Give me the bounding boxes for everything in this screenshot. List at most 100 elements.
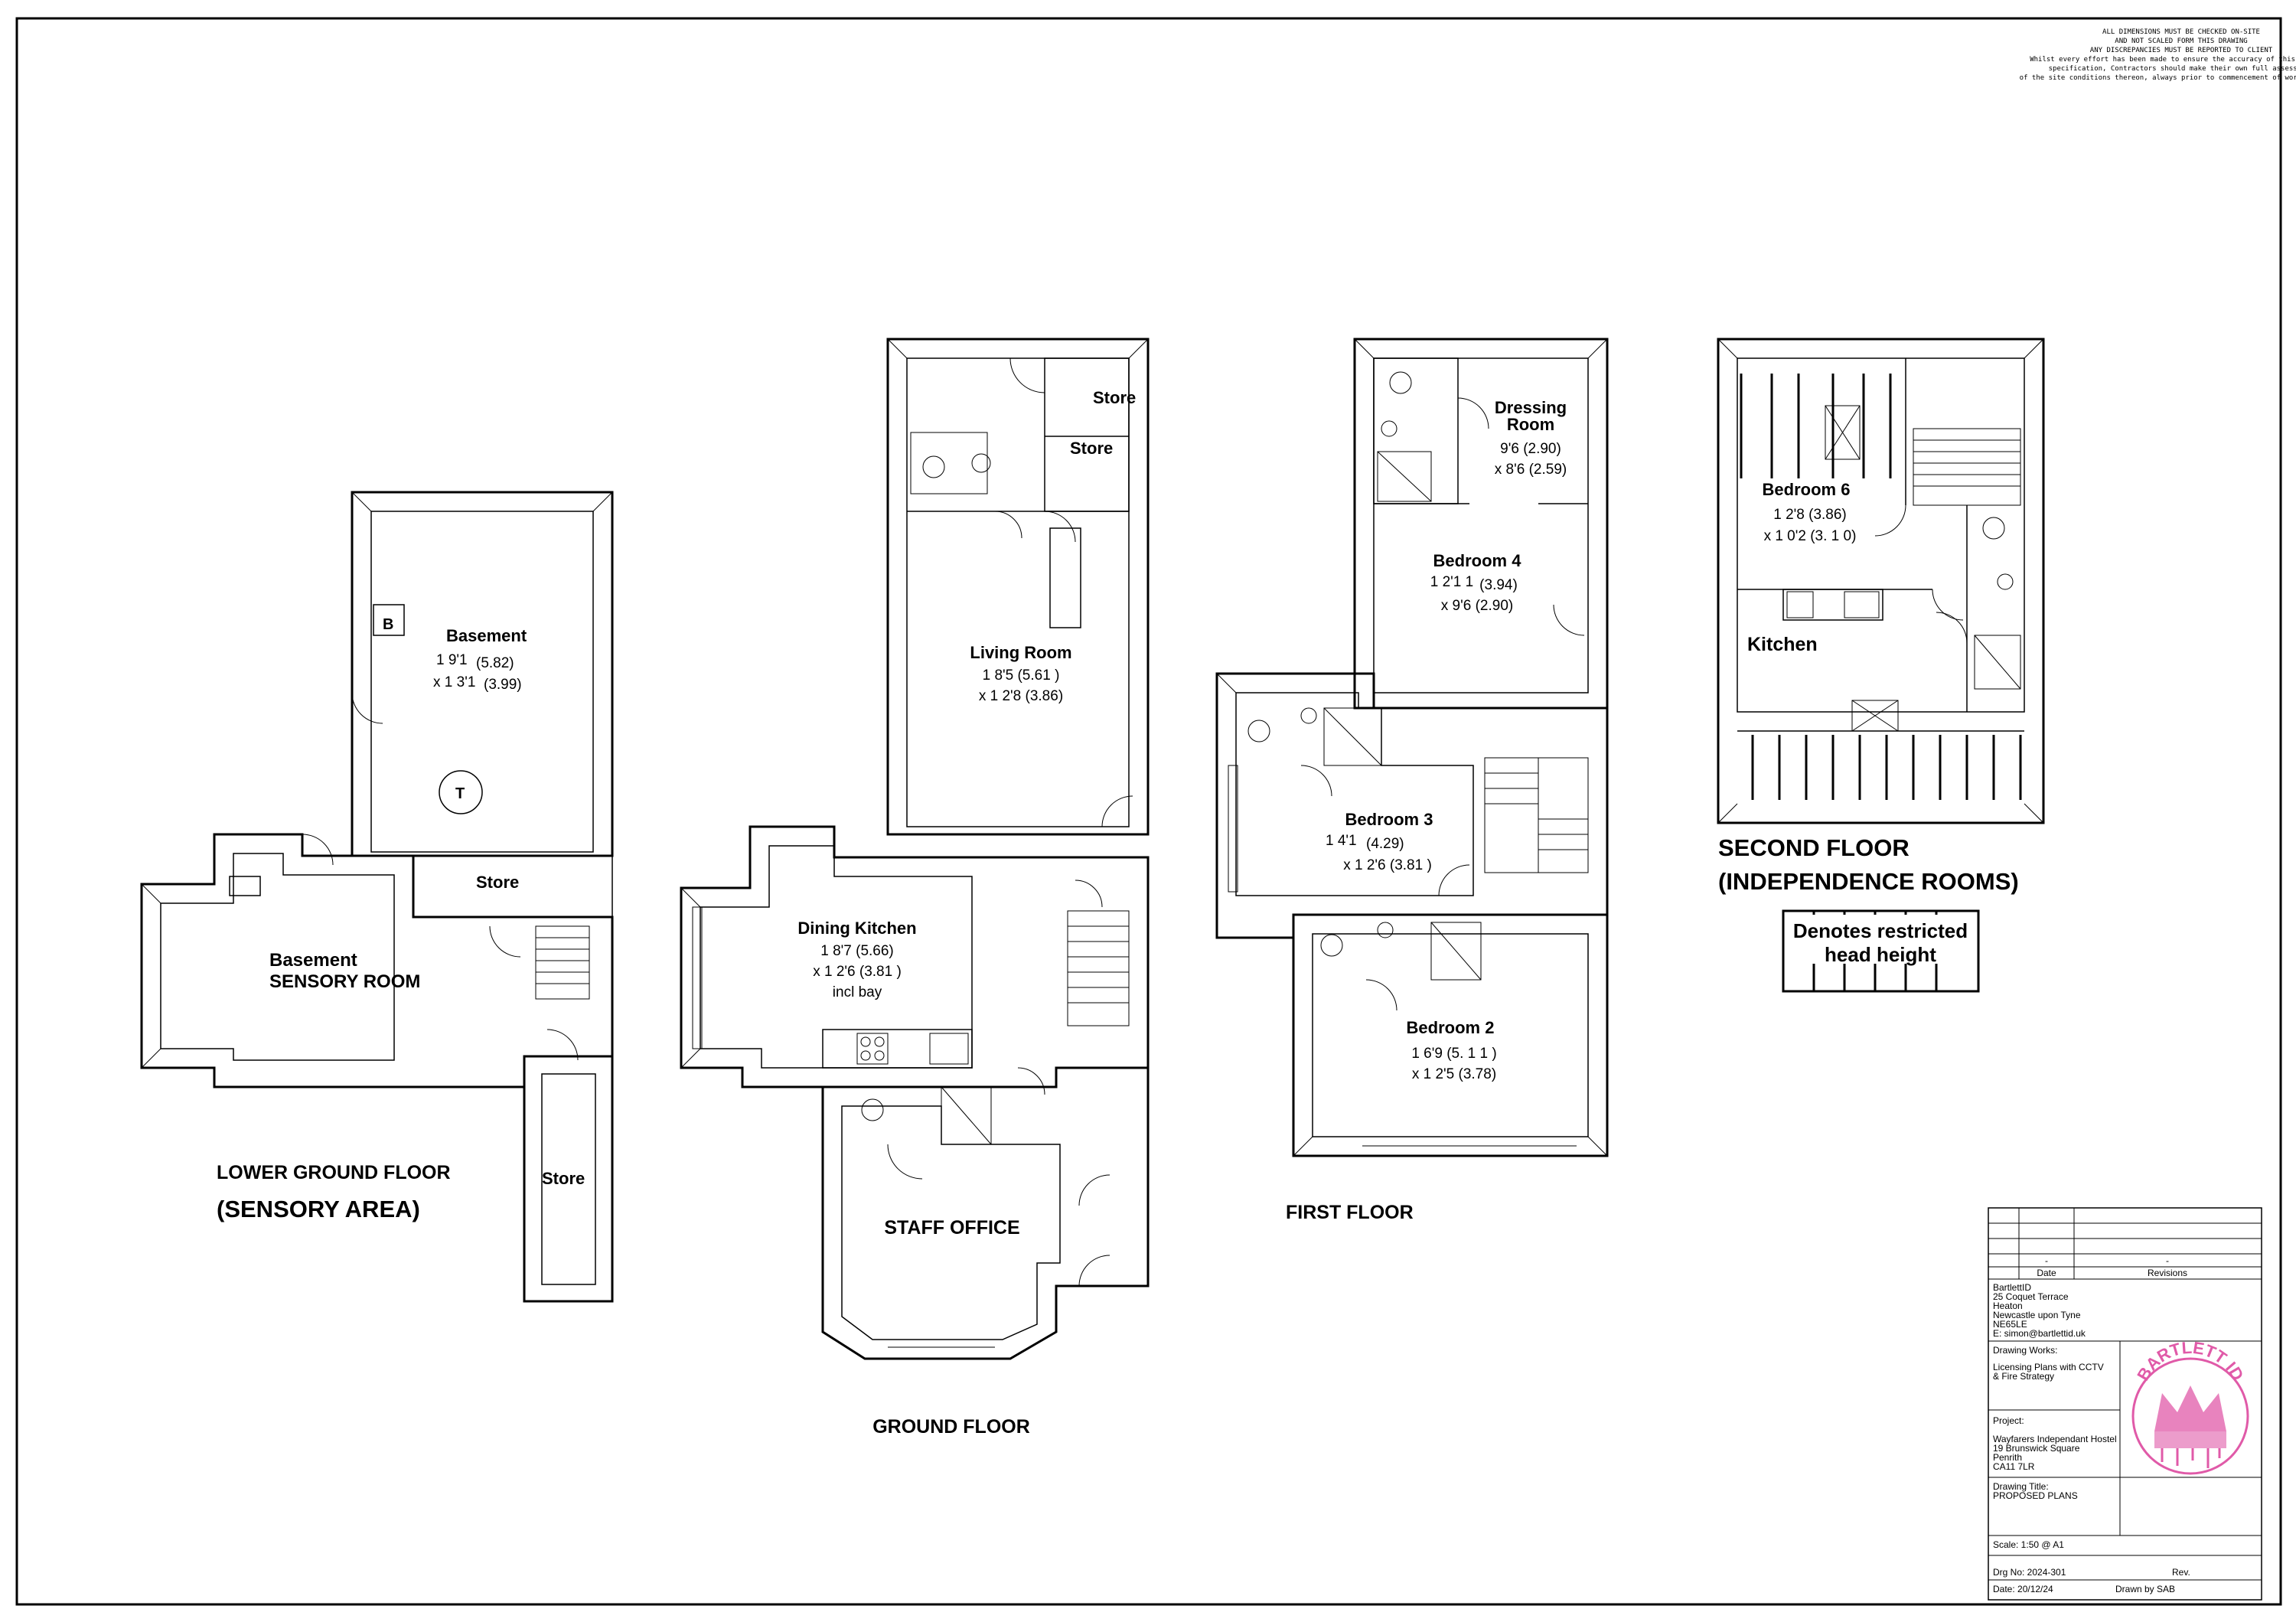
second-kitchen-label: Kitchen (1747, 634, 1818, 655)
bedroom3-label: Bedroom 3 (1345, 810, 1433, 829)
basement-dim2-metric: (3.99) (484, 677, 522, 693)
restricted-head-height-upper (1740, 374, 1892, 478)
lower-stairs (535, 925, 590, 1000)
dressing-room-dim2: x 8'6 (2.59) (1495, 462, 1567, 478)
project-line: Penrith (1993, 1452, 2022, 1463)
restricted-height-legend: Denotes restricted head height (1782, 909, 1980, 993)
lower-ground-title: LOWER GROUND FLOOR (217, 1162, 451, 1183)
drawing-title-label: Drawing Title: (1993, 1481, 2049, 1492)
bedroom6-dim2: x 1 0'2 (3. 1 0) (1764, 528, 1857, 544)
first-floor-title: FIRST FLOOR (1286, 1202, 1414, 1223)
drawing-works-line: Licensing Plans with CCTV (1993, 1362, 2104, 1372)
dressing-room-label-2: Room (1507, 415, 1554, 434)
basement-dim1-metric: (5.82) (476, 655, 514, 671)
tank-symbol (439, 770, 483, 814)
sink-icon (229, 876, 261, 896)
tank-label: T (455, 785, 465, 802)
bedroom3-walls (1215, 672, 1609, 939)
lower-ground-floor-plan: Basement 1 9'1 (5.82) x 1 3'1 (3.99) B T… (140, 491, 614, 1303)
store-lower-walls (523, 1055, 614, 1303)
second-floor-title: SECOND FLOOR (1718, 834, 1910, 861)
staff-office-walls (821, 1066, 1150, 1360)
dining-kitchen-label: Dining Kitchen (797, 919, 916, 938)
dressing-room-dim1: 9'6 (2.90) (1500, 441, 1561, 457)
company-line: NE65LE (1993, 1319, 2027, 1330)
drawn-by: Drawn by SAB (2115, 1584, 2175, 1594)
company-line: E: simon@bartlettid.uk (1993, 1328, 2086, 1339)
sensory-label-2: SENSORY ROOM (269, 971, 420, 992)
drawing-works-line: & Fire Strategy (1993, 1371, 2054, 1382)
sheet-border (15, 17, 2282, 1606)
rev-dash-2: - (2166, 1255, 2169, 1266)
ground-floor-title: GROUND FLOOR (872, 1416, 1030, 1438)
drawing-works-label: Drawing Works: (1993, 1345, 2057, 1356)
disclaimer-line: Whilst every effort has been made to ens… (2030, 56, 2296, 64)
bedroom2-label: Bedroom 2 (1407, 1018, 1495, 1037)
disclaimer-line: AND NOT SCALED FORM THIS DRAWING (2115, 38, 2247, 45)
store-upper-label: Store (476, 873, 519, 892)
project-line: CA11 7LR (1993, 1461, 2035, 1472)
issue-date: Date: 20/12/24 (1993, 1584, 2053, 1594)
second-stairs (1913, 428, 2021, 506)
bedroom2-dim1: 1 6'9 (5. 1 1 ) (1411, 1046, 1496, 1062)
scale-text: Scale: 1:50 @ A1 (1993, 1539, 2064, 1550)
legend-text-1: Denotes restricted (1793, 919, 1968, 942)
hob-icon (856, 1033, 889, 1065)
bedroom4-dim1: 1 2'1 1 (1430, 574, 1473, 590)
bedroom3-dim1: 1 4'1 (1326, 833, 1357, 849)
ground-stairs (1067, 910, 1130, 1026)
basement-label: Basement (446, 626, 527, 645)
disclaimer-line: of the site conditions thereon, always p… (2020, 74, 2296, 82)
bedroom3-dim1-metric: (4.29) (1366, 836, 1404, 852)
living-room-label: Living Room (970, 643, 1071, 662)
disclaimer-line: specification, Contractors should make t… (2049, 65, 2296, 73)
second-floor-plan: Denotes restricted head height Bedroom 6… (1717, 338, 2045, 993)
ground-floor-plan: Store Store Living Room 1 8'5 (5.61 ) x … (680, 338, 1150, 1438)
boiler-symbol (373, 604, 405, 636)
project-label: Project: (1993, 1415, 2024, 1426)
kitchen-sink-icon (929, 1033, 969, 1065)
date-header: Date (2037, 1268, 2056, 1278)
basement-dim2: x 1 3'1 (433, 674, 475, 690)
lower-ground-subtitle: (SENSORY AREA) (217, 1196, 420, 1222)
basement-wall-outer (351, 491, 614, 857)
staff-office-label: STAFF OFFICE (884, 1217, 1019, 1239)
first-floor-plan: Dressing Room 9'6 (2.90) x 8'6 (2.59) Be… (1215, 338, 1609, 1223)
title-block: - - Date Revisions BartlettID 25 Coquet … (1988, 1207, 2262, 1601)
revisions-header: Revisions (2148, 1268, 2187, 1278)
bedroom6-label: Bedroom 6 (1763, 480, 1851, 499)
company-line: BartlettID (1993, 1282, 2031, 1293)
first-upper-walls (1353, 338, 1609, 710)
second-kitchen-worktop (1782, 589, 1883, 621)
project-line: 19 Brunswick Square (1993, 1443, 2080, 1454)
disclaimer-line: ANY DISCREPANCIES MUST BE REPORTED TO CL… (2090, 47, 2273, 54)
project-line: Wayfarers Independant Hostel (1993, 1434, 2117, 1444)
sensory-room-walls (140, 833, 614, 1088)
company-line: 25 Coquet Terrace (1993, 1291, 2069, 1302)
bartlettid-logo: BARTLETT ID (2131, 1338, 2249, 1475)
disclaimer-notes: ALL DIMENSIONS MUST BE CHECKED ON-SITE A… (2020, 28, 2296, 82)
bedroom6-dim1: 1 2'8 (3.86) (1773, 507, 1847, 523)
revision-label: Rev. (2172, 1567, 2190, 1578)
ground-store2-label: Store (1070, 439, 1113, 458)
ground-rear-walls (886, 338, 1150, 836)
dressing-room-label-1: Dressing (1495, 398, 1567, 417)
legend-text-2: head height (1825, 943, 1936, 966)
drawing-title: PROPOSED PLANS (1993, 1490, 2078, 1501)
bedroom2-dim2: x 1 2'5 (3.78) (1412, 1066, 1496, 1082)
restricted-head-height-lower (1737, 700, 2024, 800)
bedroom4-dim1-metric: (3.94) (1479, 577, 1518, 593)
ground-store1-label: Store (1093, 388, 1136, 407)
logo-text: BARTLETT ID (2133, 1338, 2247, 1384)
sensory-label-1: Basement (269, 950, 357, 971)
dining-kitchen-dim1: 1 8'7 (5.66) (820, 943, 894, 959)
dining-kitchen-dim2: x 1 2'6 (3.81 ) (813, 964, 902, 980)
company-line: Newcastle upon Tyne (1993, 1310, 2081, 1320)
company-line: Heaton (1993, 1301, 2023, 1311)
living-room-dim2: x 1 2'8 (3.86) (979, 688, 1063, 704)
dining-kitchen-dim3: incl bay (833, 984, 882, 1000)
second-floor-subtitle: (INDEPENDENCE ROOMS) (1718, 868, 2019, 895)
basement-dim1: 1 9'1 (436, 652, 468, 668)
bedroom3-dim2: x 1 2'6 (3.81 ) (1343, 857, 1432, 873)
